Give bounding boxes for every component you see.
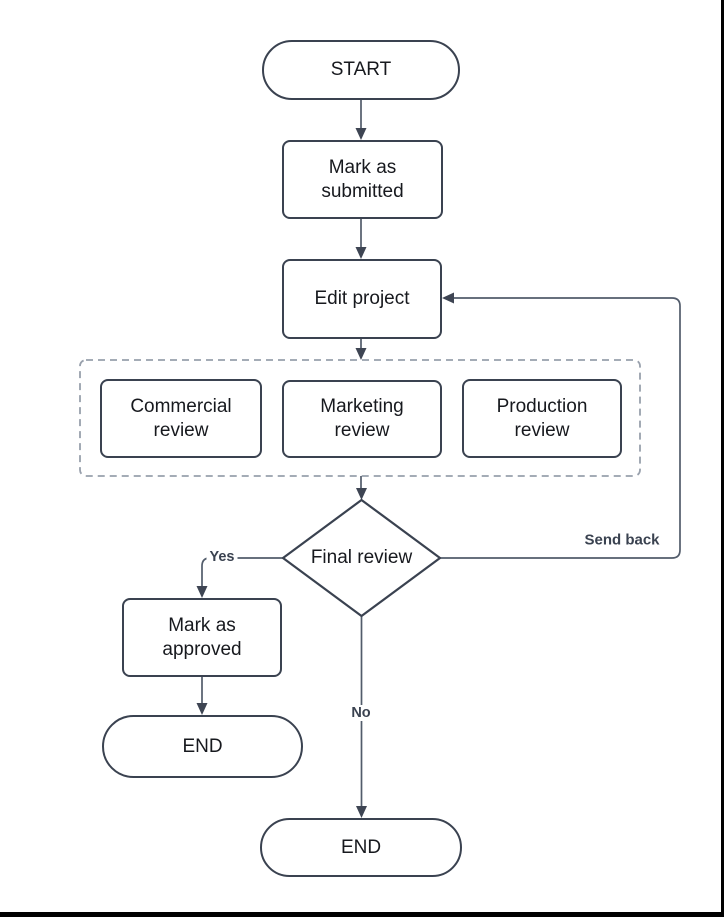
arrowhead-start-to-submitted bbox=[355, 128, 367, 140]
arrowhead-reviews-to-final bbox=[356, 488, 367, 500]
edge-label-no: No bbox=[348, 705, 374, 721]
frame-bottom-edge bbox=[0, 912, 724, 917]
node-end-bottom: END bbox=[260, 818, 462, 877]
node-commercial-review-label: Commercial review bbox=[130, 395, 232, 441]
node-production-review: Production review bbox=[462, 379, 622, 458]
arrowhead-final-sendback-to-edit bbox=[442, 292, 454, 304]
edge-final-sendback-to-edit bbox=[440, 297, 681, 559]
node-marketing-review: Marketing review bbox=[282, 380, 442, 458]
node-final-review-shape bbox=[281, 498, 442, 618]
arrowhead-submitted-to-edit bbox=[355, 247, 367, 259]
node-production-review-label: Production review bbox=[496, 395, 588, 441]
node-final-review-label: Final review bbox=[310, 547, 413, 568]
edge-label-yes: Yes bbox=[206, 549, 238, 565]
node-final-review: Final review bbox=[281, 544, 442, 572]
arrowhead-approved-to-end bbox=[196, 703, 208, 715]
node-start-label: START bbox=[330, 59, 392, 81]
node-end-left-label: END bbox=[182, 735, 223, 757]
edge-label-send-back: Send back bbox=[581, 531, 663, 549]
node-edit-project: Edit project bbox=[282, 259, 442, 339]
node-start: START bbox=[262, 40, 460, 100]
node-end-bottom-label: END bbox=[340, 836, 382, 858]
node-marketing-review-label: Marketing review bbox=[320, 396, 404, 441]
arrowhead-final-yes-to-approved bbox=[196, 586, 208, 598]
node-mark-submitted: Mark as submitted bbox=[282, 140, 443, 219]
node-commercial-review: Commercial review bbox=[100, 379, 262, 458]
node-mark-approved: Mark as approved bbox=[122, 598, 282, 677]
arrowhead-edit-to-reviews bbox=[355, 348, 367, 360]
node-mark-submitted-label: Mark as submitted bbox=[321, 156, 404, 202]
frame-right-edge bbox=[721, 0, 724, 917]
node-end-left: END bbox=[102, 715, 303, 778]
node-mark-approved-label: Mark as approved bbox=[162, 614, 242, 660]
arrowhead-final-no-to-end bbox=[356, 806, 367, 818]
node-edit-project-label: Edit project bbox=[314, 288, 410, 310]
